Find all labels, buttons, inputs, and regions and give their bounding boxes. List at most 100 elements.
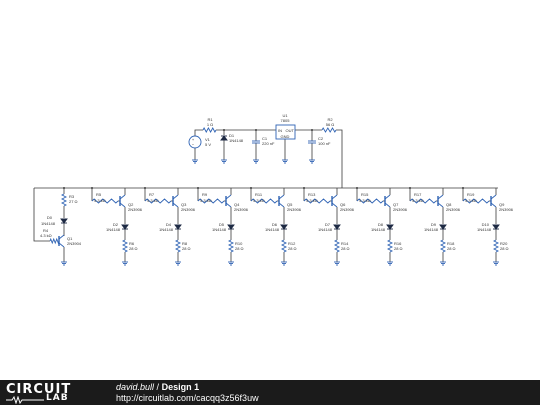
stage6-q-name: Q7 [393,202,399,207]
stage2-re-name: R8 [182,241,188,246]
stage4-d-name: D6 [272,222,278,227]
stage1-re-resistor [121,239,129,253]
stage1-d-value: 1N4148 [106,227,121,232]
junction-dot [250,187,252,189]
stage6-transistor-emitter [384,202,391,208]
u1-name: U1 [282,113,288,118]
c2-name: C2 [318,136,324,141]
r1-value: 1 Ω [207,122,213,127]
stage1-diode [121,224,129,230]
stage5-re-resistor [333,239,341,253]
r2-resistor [321,127,337,133]
stage6-d-value: 1N4148 [371,227,386,232]
stage1-re-name: R6 [129,241,135,246]
v1-value: 5 V [205,142,211,147]
junction-dot [303,187,305,189]
d0-value: 1N4148 [41,221,56,226]
logo-text-bottom: LAB [46,393,69,403]
stage1-rb-value: 4.3 kΩ [94,198,106,203]
stage6-rb-resistor [356,198,384,204]
stage7-transistor-emitter [437,202,444,208]
stage8-d-value: 1N4148 [477,227,492,232]
stage6-q-value: 2N3906 [393,207,408,212]
stage8-transistor-collector [490,194,497,200]
r4-resistor [49,237,60,245]
d1-value: 1N4148 [229,138,244,143]
stage3-transistor-emitter [225,202,232,208]
author-link[interactable]: david.bull [116,382,155,392]
q1-name: Q1 [67,236,73,241]
c2-value: 100 nF [318,141,331,146]
d0-diode [60,218,68,224]
stage4-rb-resistor [250,198,278,204]
stage4-transistor-emitter [278,202,285,208]
stage1-q-value: 2N3906 [128,207,143,212]
stage4-re-name: R12 [288,241,296,246]
stage8-q-value: 2N3906 [499,207,514,212]
junction-dot [409,187,411,189]
design-name: Design 1 [161,382,200,392]
stage8-transistor-emitter [490,202,497,208]
stage2-diode [174,224,182,230]
u1-pin-out: OUT [286,128,295,133]
stage4-rb-name: R11 [255,192,263,197]
d0-name: D0 [47,215,53,220]
stage1-d-name: D2 [113,222,119,227]
stage1-rb-resistor [91,198,119,204]
junction-dot [356,187,358,189]
footer-bar: CIRCUIT LAB david.bull / Design 1 http:/… [0,380,540,405]
r3-name: R3 [69,194,75,199]
q1-transistor-collector [58,234,65,240]
stage6-re-resistor [386,239,394,253]
stage6-re-name: R16 [394,241,402,246]
stage7-q-name: Q8 [446,202,452,207]
stage8-re-name: R20 [500,241,508,246]
junction-dot [144,187,146,189]
stage1-re-value: 28 Ω [129,246,138,251]
stage3-d-name: D5 [219,222,225,227]
stage8-q-name: Q9 [499,202,505,207]
v1-source [188,135,202,149]
design-meta: david.bull / Design 1 http://circuitlab.… [116,382,259,404]
circuitlab-logo[interactable]: CIRCUIT LAB [6,382,96,404]
stage5-rb-value: 4.3 kΩ [306,198,318,203]
meta-separator: / [156,382,160,392]
junction-dot [462,187,464,189]
stage6-d-name: D8 [378,222,384,227]
stage6-diode [386,224,394,230]
design-url-link[interactable]: http://circuitlab.com/cacqq3z56f3uw [116,393,259,403]
r1-resistor [202,127,217,133]
u1-regulator [275,124,296,140]
stage7-rb-name: R17 [414,192,422,197]
stage4-d-value: 1N4148 [265,227,280,232]
c1-name: C1 [262,136,268,141]
v1-name: V1 [205,137,211,142]
stage2-transistor-collector [172,194,179,200]
v1-plus: + [192,137,195,142]
stage5-transistor-emitter [331,202,338,208]
stage2-d-value: 1N4148 [159,227,174,232]
logo-text-top: CIRCUIT [6,382,72,397]
r3-value: 27 Ω [69,199,78,204]
wire [336,129,343,188]
r1-name: R1 [207,117,213,122]
junction-dot [197,187,199,189]
stage5-q-name: Q6 [340,202,346,207]
u1-pin-gnd: GND [281,134,290,139]
stage7-rb-resistor [409,198,437,204]
stage1-q-name: Q2 [128,202,134,207]
stage5-rb-resistor [303,198,331,204]
stage6-rb-name: R15 [361,192,369,197]
stage4-transistor-collector [278,194,285,200]
stage6-re-value: 28 Ω [394,246,403,251]
stage8-rb-resistor [462,198,490,204]
stage1-transistor-emitter [119,202,126,208]
stage3-re-resistor [227,239,235,253]
stage4-diode [280,224,288,230]
stage2-transistor-emitter [172,202,179,208]
stage7-d-name: D9 [431,222,437,227]
stage5-d-name: D7 [325,222,331,227]
r2-name: R2 [327,117,333,122]
wires [33,129,498,262]
